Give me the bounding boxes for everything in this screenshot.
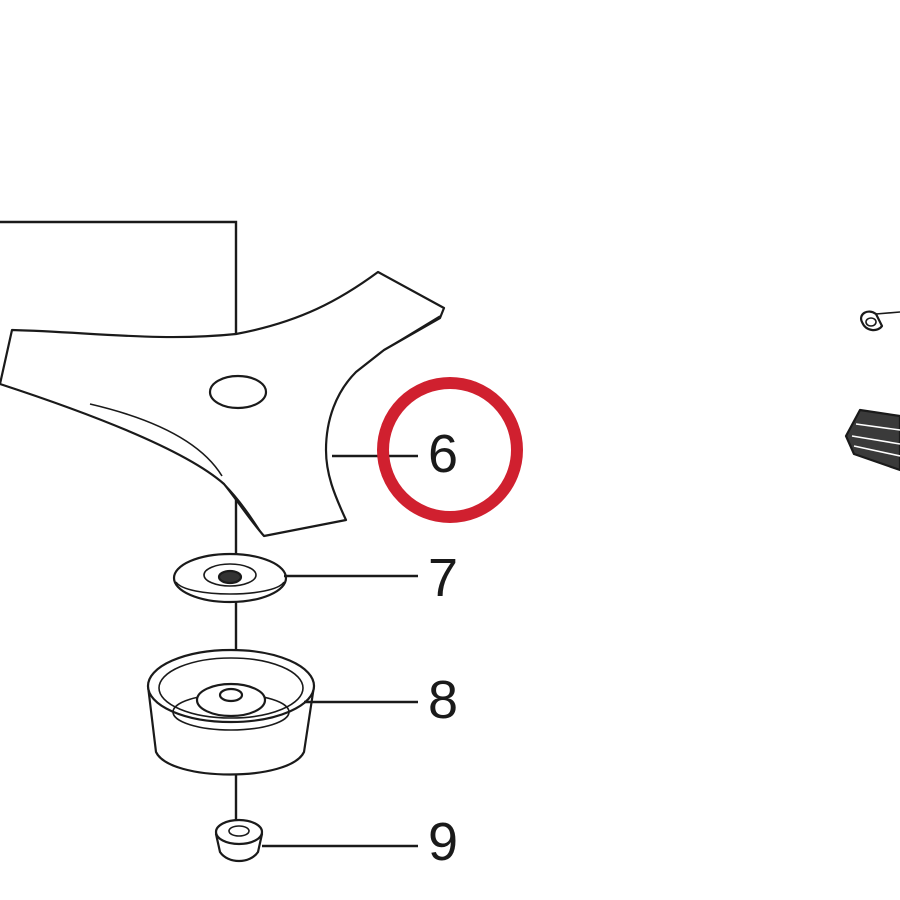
blade-part: [0, 270, 446, 538]
callout-7: 7: [428, 548, 458, 608]
callout-9: 9: [428, 812, 458, 872]
highlight-circle: [377, 377, 523, 523]
washer-part: [172, 552, 288, 604]
callout-6: 6: [428, 424, 458, 484]
cup-part: [146, 648, 316, 776]
partial-part-right-bolt: [860, 310, 900, 332]
partial-part-right-block: [844, 408, 900, 472]
blade-center-hole: [208, 374, 268, 410]
nut-part: [214, 818, 264, 863]
shaft-bracket-line: [0, 220, 238, 832]
callout-8: 8: [428, 670, 458, 730]
